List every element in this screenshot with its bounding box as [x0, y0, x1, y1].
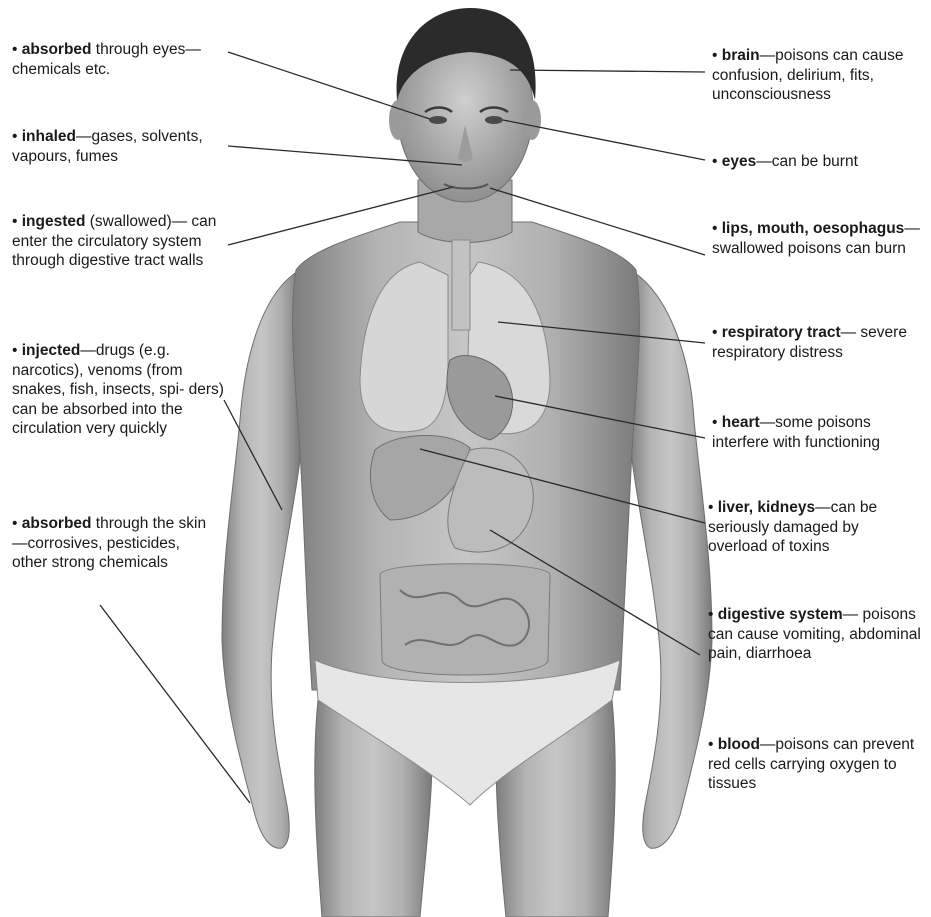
term: inhaled [22, 128, 76, 145]
bullet: • [708, 606, 718, 623]
term: injected [22, 342, 81, 359]
trachea [452, 240, 470, 330]
term: lips, mouth, oesophagus [722, 220, 905, 237]
term: absorbed [22, 515, 92, 532]
leader-eyes [503, 120, 705, 160]
label-heart: • heart—some poisons interfere with func… [712, 413, 922, 452]
label-injected: • injected—drugs (e.g. narcotics), venom… [12, 341, 224, 439]
label-blood: • blood—poisons can prevent red cells ca… [708, 735, 920, 794]
term: ingested [22, 213, 86, 230]
label-inhaled: • inhaled—gases, solvents, vapours, fume… [12, 127, 227, 166]
label-ingested: • ingested (swallowed)— can enter the ci… [12, 212, 227, 271]
term: brain [722, 47, 760, 64]
ear-right [523, 100, 541, 140]
label-digestive-system: • digestive system— poisons can cause vo… [708, 605, 923, 664]
label-lips-mouth: • lips, mouth, oesophagus—swallowed pois… [712, 219, 927, 258]
term: blood [718, 736, 760, 753]
label-eyes: • eyes—can be burnt [712, 152, 922, 172]
right-arm [630, 270, 712, 848]
desc: —can be burnt [756, 153, 858, 170]
intestines [380, 564, 550, 675]
bullet: • [12, 41, 22, 58]
leader-brain [510, 70, 705, 72]
label-absorbed-skin: • absorbed through the skin—corrosives, … [12, 514, 217, 573]
bullet: • [712, 47, 722, 64]
bullet: • [12, 515, 22, 532]
bullet: • [712, 414, 722, 431]
label-brain: • brain—poisons can cause confusion, del… [712, 46, 922, 105]
label-respiratory-tract: • respiratory tract— severe respiratory … [712, 323, 927, 362]
bullet: • [712, 220, 722, 237]
term: heart [722, 414, 760, 431]
bullet: • [712, 324, 722, 341]
left-arm [222, 270, 300, 848]
bullet: • [708, 499, 718, 516]
bullet: • [708, 736, 718, 753]
bullet: • [712, 153, 722, 170]
bullet: • [12, 342, 22, 359]
term: absorbed [22, 41, 92, 58]
term: liver, kidneys [718, 499, 815, 516]
term: eyes [722, 153, 756, 170]
label-absorbed-eyes: • absorbed through eyes— chemicals etc. [12, 40, 227, 79]
term: digestive system [718, 606, 843, 623]
bullet: • [12, 128, 22, 145]
label-liver-kidneys: • liver, kidneys—can be seriously damage… [708, 498, 920, 557]
term: respiratory tract [722, 324, 841, 341]
bullet: • [12, 213, 22, 230]
